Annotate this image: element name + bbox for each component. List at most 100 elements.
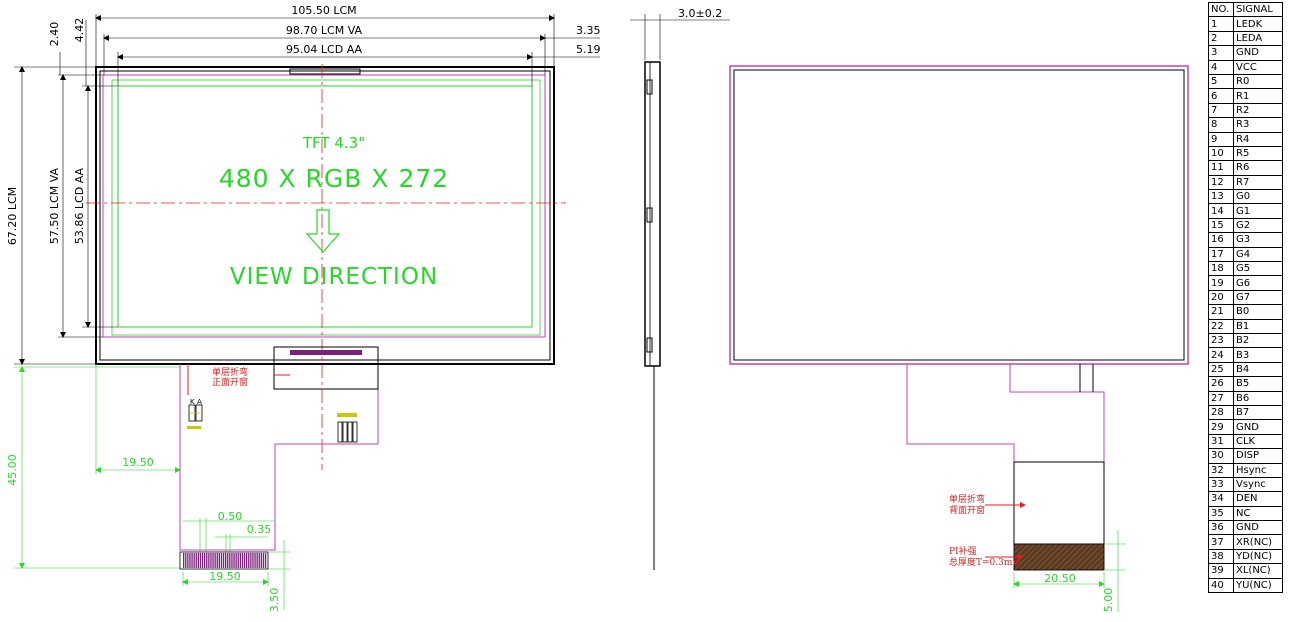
pin-signal: R6 — [1233, 160, 1283, 176]
gold-finger — [256, 553, 258, 568]
pin-signal: GND — [1233, 45, 1283, 61]
tft-size-label: TFT 4.3" — [302, 134, 365, 152]
dim-lcm-va-height: 57.50 LCM VA — [48, 167, 61, 244]
lcm-va-frame — [102, 74, 546, 338]
pin-signal: R3 — [1233, 117, 1283, 133]
dim-fpc-length: 45.00 — [6, 454, 19, 486]
pin-signal: R5 — [1233, 145, 1283, 162]
pin-number: 28 — [1208, 404, 1234, 421]
pin-number: 5 — [1208, 73, 1234, 90]
pin-signal: B4 — [1233, 361, 1283, 378]
pin-signal: YD(NC) — [1233, 548, 1283, 565]
pin-number: 19 — [1208, 275, 1234, 291]
pin-number: 32 — [1208, 462, 1234, 478]
gold-fingers — [183, 553, 267, 568]
pin-number: 16 — [1208, 232, 1234, 248]
pin-signal: VCC — [1233, 59, 1283, 75]
dim-offset-335: 3.35 — [576, 24, 601, 37]
side-outline — [644, 61, 661, 367]
pin-number: 17 — [1208, 246, 1234, 263]
dim-stiffener-back: 5.00 — [1102, 588, 1115, 613]
fold-note-back-line2: 背面开窗 — [949, 504, 985, 516]
dim-pitch: 0.50 — [218, 510, 243, 523]
pin-number: 29 — [1208, 419, 1234, 435]
pin-number: 1 — [1208, 16, 1234, 32]
dim-lcm-height: 67.20 LCM — [6, 187, 19, 245]
pin-signal: R1 — [1233, 88, 1283, 104]
gold-finger — [214, 553, 216, 568]
gold-finger — [237, 553, 239, 568]
header-no: NO. — [1208, 1, 1234, 18]
gold-finger — [218, 553, 220, 568]
pin-number: 21 — [1208, 304, 1234, 320]
pin-number: 34 — [1208, 491, 1234, 507]
gold-finger — [235, 553, 237, 568]
pin-signal: NC — [1233, 505, 1283, 522]
lcd-aa-frame — [117, 85, 533, 328]
gold-finger — [241, 553, 244, 568]
gold-finger — [187, 553, 189, 568]
pin-number: 35 — [1208, 505, 1234, 522]
pin-number: 31 — [1208, 433, 1234, 450]
pin-number: 4 — [1208, 59, 1234, 75]
pin-number: 18 — [1208, 261, 1234, 277]
table-header-row: NO. SIGNAL — [1208, 1, 1283, 18]
pin-number: 13 — [1208, 189, 1234, 205]
pin-number: 11 — [1208, 160, 1234, 176]
pin-signal: R0 — [1233, 73, 1283, 90]
pi-note-line1: PI补强 — [949, 545, 977, 557]
pin-signal: G2 — [1233, 217, 1283, 234]
gold-finger — [220, 553, 223, 568]
pin-signal: R7 — [1233, 174, 1283, 191]
a-label: A — [197, 398, 202, 406]
pin-signal: B7 — [1233, 404, 1283, 421]
pin-number: 3 — [1208, 45, 1234, 61]
gold-finger — [222, 553, 225, 568]
gold-finger — [191, 553, 193, 568]
pin-number: 20 — [1208, 289, 1234, 306]
pi-note-line2: 总厚度T=0.3mm — [949, 556, 1021, 568]
pin-number: 15 — [1208, 217, 1234, 234]
gold-finger — [229, 553, 231, 568]
pin-number: 26 — [1208, 376, 1234, 392]
dim-lcd-aa-width: 95.04 LCD AA — [286, 43, 363, 56]
dim-offset-442: 4.42 — [73, 18, 86, 43]
dim-pin-width: 0.35 — [247, 523, 272, 536]
dim-stiffener-width: 20.50 — [1044, 572, 1076, 585]
pin-signal: B6 — [1233, 390, 1283, 406]
dim-lcd-aa-height: 53.86 LCD AA — [73, 167, 86, 244]
pin-number: 6 — [1208, 88, 1234, 104]
pin-signal: B5 — [1233, 376, 1283, 392]
pin-number: 10 — [1208, 145, 1234, 162]
pin-number: 27 — [1208, 390, 1234, 406]
pi-stiffener — [1013, 543, 1105, 571]
pin-number: 36 — [1208, 520, 1234, 536]
pin-number: 25 — [1208, 361, 1234, 378]
pin-signal: Hsync — [1233, 462, 1283, 478]
gold-finger — [233, 553, 235, 568]
